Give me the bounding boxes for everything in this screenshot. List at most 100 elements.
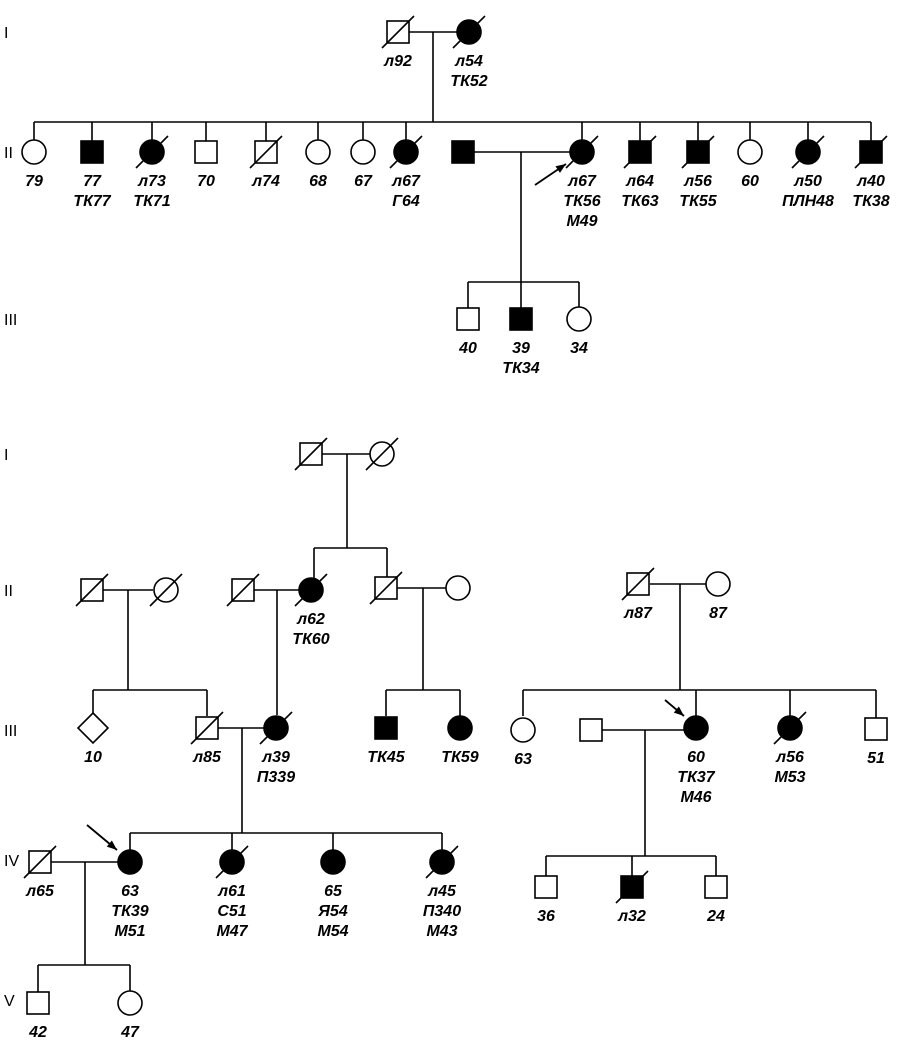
individual-p1-II-2-label-1: ТК77 bbox=[73, 193, 112, 210]
individual-p1-II-4-label-0: 70 bbox=[197, 173, 215, 190]
individual-p1-II-5-symbol bbox=[249, 135, 283, 169]
pedigree_2-generation-IV: IV bbox=[4, 853, 19, 870]
proband-arrows bbox=[86, 163, 685, 851]
deceased-slash bbox=[369, 571, 403, 605]
individual-p2-II-4-label-1: ТК60 bbox=[292, 631, 330, 648]
deceased-slash bbox=[791, 135, 825, 169]
individual-p2-III-9-label-0: л56 bbox=[775, 749, 804, 766]
individual-p2-IV-5-label-0: л45 bbox=[427, 883, 457, 900]
individual-p2-IV-5-label-1: П340 bbox=[423, 903, 461, 920]
deceased-slash bbox=[452, 15, 486, 49]
individual-p2-III-5-label-0: ТК59 bbox=[441, 749, 479, 766]
individual-p1-II-12-label-1: ТК55 bbox=[679, 193, 718, 210]
individual-p1-II-2-label-0: 77 bbox=[83, 173, 102, 190]
individual-p2-III-3-symbol bbox=[259, 711, 293, 745]
individual-p1-III-1-label-0: 40 bbox=[458, 340, 477, 357]
pedigree_1-generation-II: II bbox=[4, 145, 13, 162]
deceased-slash bbox=[854, 135, 888, 169]
individual-p1-II-13-label-0: 60 bbox=[741, 173, 759, 190]
individual-p1-II-14-label-1: ПЛН48 bbox=[782, 193, 834, 210]
individual-p1-II-12-label-0: л56 bbox=[683, 173, 712, 190]
proband-arrow-p1-II-10 bbox=[534, 163, 567, 186]
individual-p2-IV-5-label-2: М43 bbox=[426, 923, 457, 940]
individual-p2-III-1-symbol bbox=[76, 711, 110, 745]
deceased-slash bbox=[249, 135, 283, 169]
individual-p2-IV-4-symbol bbox=[320, 849, 346, 875]
individual-p2-III-2-label-0: л85 bbox=[192, 749, 222, 766]
deceased-slash bbox=[425, 845, 459, 879]
deceased-slash bbox=[149, 573, 183, 607]
pedigree-symbols bbox=[21, 15, 888, 1016]
deceased-slash bbox=[135, 135, 169, 169]
individual-p2-IV-8-label-0: 24 bbox=[706, 908, 725, 925]
individual-p2-III-4-symbol bbox=[374, 716, 398, 740]
individual-p1-II-9-symbol bbox=[451, 140, 475, 164]
individual-p1-II-8-label-1: Г64 bbox=[392, 193, 420, 210]
individual-p2-III-6-symbol bbox=[510, 717, 536, 743]
individual-p2-V-2-label-0: 47 bbox=[120, 1024, 140, 1041]
pedigree_2-generation-II: II bbox=[4, 583, 13, 600]
pedigree_2-generation-V: V bbox=[4, 993, 15, 1010]
individual-p2-IV-1-symbol bbox=[23, 845, 57, 879]
individual-p1-II-11-label-0: л64 bbox=[625, 173, 654, 190]
individual-p2-I-1-symbol bbox=[294, 437, 328, 471]
individual-p1-II-7-symbol bbox=[350, 139, 376, 165]
individual-p1-II-11-label-1: ТК63 bbox=[621, 193, 659, 210]
individual-p2-III-4-label-0: ТК45 bbox=[367, 749, 406, 766]
individual-p2-II-7-symbol bbox=[621, 567, 655, 601]
individual-p2-I-2-symbol bbox=[365, 437, 399, 471]
individual-p2-III-2-symbol bbox=[190, 711, 224, 745]
individual-p2-III-1-label-0: 10 bbox=[84, 749, 102, 766]
proband-arrow-p2-IV-2 bbox=[86, 824, 118, 851]
individual-p1-II-15-symbol bbox=[854, 135, 888, 169]
individual-p1-II-1-symbol bbox=[21, 139, 47, 165]
individual-p2-IV-3-symbol bbox=[215, 845, 249, 879]
deceased-slash bbox=[389, 135, 423, 169]
individual-p2-III-9-symbol bbox=[773, 711, 807, 745]
individual-p1-II-10-label-1: ТК56 bbox=[563, 193, 601, 210]
pedigree_2-generation-I: I bbox=[4, 447, 8, 464]
individual-p1-III-2-symbol bbox=[509, 307, 533, 331]
individual-p2-III-3-label-1: П339 bbox=[257, 769, 295, 786]
individual-p1-II-10-symbol bbox=[565, 135, 599, 169]
individual-p1-II-15-label-1: ТК38 bbox=[852, 193, 890, 210]
individual-p1-II-11-symbol bbox=[623, 135, 657, 169]
deceased-slash bbox=[623, 135, 657, 169]
individual-p1-II-2-symbol bbox=[80, 140, 104, 164]
deceased-slash bbox=[621, 567, 655, 601]
deceased-slash bbox=[75, 573, 109, 607]
deceased-slash bbox=[226, 573, 260, 607]
connection-lines bbox=[33, 31, 877, 992]
individual-p2-IV-2-label-2: М51 bbox=[114, 923, 145, 940]
individual-p1-II-5-label-0: л74 bbox=[251, 173, 280, 190]
individual-p1-I-1-label-0: л92 bbox=[383, 53, 412, 70]
individual-p1-II-8-label-0: л67 bbox=[391, 173, 421, 190]
individual-p2-II-2-symbol bbox=[149, 573, 183, 607]
individual-p2-V-1-symbol bbox=[26, 991, 50, 1015]
individual-p2-IV-2-label-1: ТК39 bbox=[111, 903, 149, 920]
deceased-slash bbox=[381, 15, 415, 49]
proband-arrow-p2-III-8 bbox=[664, 699, 685, 717]
individual-p1-II-14-symbol bbox=[791, 135, 825, 169]
individual-p2-IV-3-label-1: С51 bbox=[217, 903, 246, 920]
individual-p1-II-4-symbol bbox=[194, 140, 218, 164]
individual-p2-IV-3-label-2: М47 bbox=[216, 923, 248, 940]
individual-p2-IV-4-label-1: Я54 bbox=[317, 903, 348, 920]
individual-p1-II-6-symbol bbox=[305, 139, 331, 165]
deceased-slash bbox=[215, 845, 249, 879]
individual-p1-I-2-label-1: ТК52 bbox=[450, 73, 488, 90]
individual-p1-I-1-symbol bbox=[381, 15, 415, 49]
deceased-slash bbox=[294, 437, 328, 471]
individual-p2-III-8-symbol bbox=[683, 715, 709, 741]
pedigree_1-generation-III: III bbox=[4, 312, 17, 329]
individual-p1-II-1-label-0: 79 bbox=[25, 173, 43, 190]
individual-p2-III-6-label-0: 63 bbox=[514, 751, 532, 768]
individual-p2-IV-4-label-0: 65 bbox=[324, 883, 343, 900]
individual-p1-I-2-label-0: л54 bbox=[454, 53, 483, 70]
individual-p2-IV-3-label-0: л61 bbox=[217, 883, 246, 900]
individual-p1-II-8-symbol bbox=[389, 135, 423, 169]
individual-p1-II-10-label-0: л67 bbox=[567, 173, 597, 190]
individual-p2-IV-6-symbol bbox=[534, 875, 558, 899]
individual-p2-II-3-symbol bbox=[226, 573, 260, 607]
